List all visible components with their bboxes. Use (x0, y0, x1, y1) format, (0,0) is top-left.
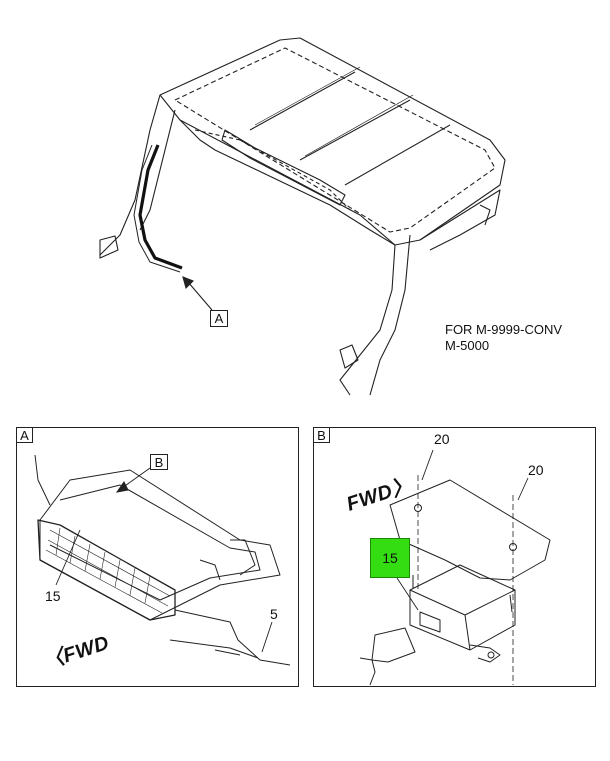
callout-15-detail-a: 15 (45, 588, 61, 604)
callout-15-detail-b: 15 (382, 550, 398, 566)
detail-a-label: A (16, 427, 33, 443)
callout-20-left: 20 (434, 431, 450, 447)
callout-20-right: 20 (528, 462, 544, 478)
detail-b-reference-tag: B (150, 454, 168, 470)
model-note-line2: M-5000 (445, 338, 490, 353)
callout-15-highlight: 15 (370, 538, 410, 578)
detail-a-panel: A (16, 427, 299, 687)
callout-5-detail-a: 5 (270, 606, 278, 622)
cab-roof-illustration (99, 37, 506, 396)
detail-b-panel: B (313, 427, 596, 687)
detail-b-label: B (313, 427, 330, 443)
detail-a-tag: A (210, 310, 228, 327)
model-note-line1: FOR M-9999-CONV (445, 322, 563, 337)
